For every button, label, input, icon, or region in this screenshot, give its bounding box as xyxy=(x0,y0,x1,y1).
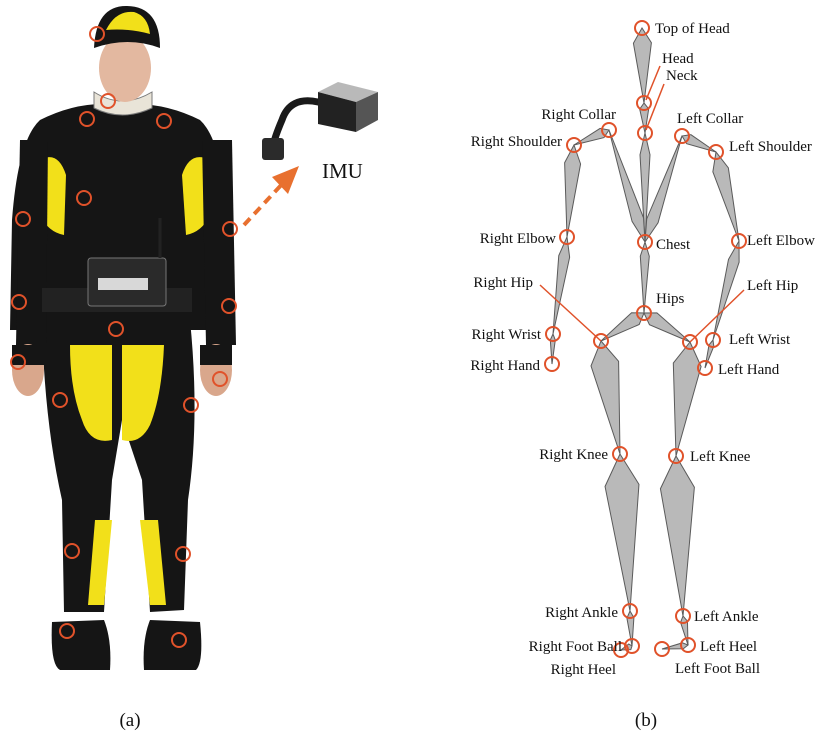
skeleton-bone xyxy=(645,136,682,242)
joint-label: Right Ankle xyxy=(545,605,618,621)
skeleton-bone xyxy=(713,152,739,241)
skeleton-bone xyxy=(591,341,620,454)
imu-connector xyxy=(262,138,284,160)
hip-leader-line xyxy=(540,285,601,341)
joint-label: Left Hip xyxy=(747,278,798,294)
skeleton-bone xyxy=(605,454,639,611)
skeleton-bone xyxy=(550,334,555,364)
caption-a: (a) xyxy=(119,710,140,731)
imu-arrow xyxy=(244,166,299,225)
recorder-label xyxy=(98,278,148,290)
skeleton-bone xyxy=(673,342,701,456)
joint-label: Left Elbow xyxy=(747,233,815,249)
joint-label: Neck xyxy=(666,68,698,84)
imu-device-illustration xyxy=(262,82,378,160)
imu-label: IMU xyxy=(322,159,363,183)
skeleton-bone xyxy=(565,145,581,237)
joint-label: Left Wrist xyxy=(729,332,791,348)
right-arm xyxy=(16,140,48,345)
left-glove xyxy=(200,345,232,365)
joint-label: Right Knee xyxy=(539,447,608,463)
joint-label: Head xyxy=(662,51,694,67)
right-shoe xyxy=(144,620,202,670)
joint-label: Hips xyxy=(656,291,685,307)
joint-label: Left Collar xyxy=(677,111,743,127)
joint-label: Left Ankle xyxy=(694,609,759,625)
joint-label: Left Foot Ball xyxy=(675,661,760,677)
joint-label: Top of Head xyxy=(655,21,730,37)
skeleton-bone xyxy=(553,237,570,334)
joint-label: Right Shoulder xyxy=(471,134,562,150)
skeleton-bone xyxy=(609,130,645,242)
left-arm xyxy=(202,140,236,345)
skeleton-bone xyxy=(644,313,690,342)
skeleton-bone xyxy=(574,128,609,145)
joint-label: Right Wrist xyxy=(471,327,541,343)
joint-label: Left Knee xyxy=(690,449,751,465)
joint-label: Right Elbow xyxy=(480,231,556,247)
joint-label: Right Heel xyxy=(551,662,616,678)
trousers xyxy=(42,320,195,612)
joint-label: Right Foot Ball xyxy=(529,639,622,655)
caption-b: (b) xyxy=(635,710,657,731)
joint-label: Left Hand xyxy=(718,362,780,378)
skeleton-bone xyxy=(640,242,649,313)
skeleton-bone xyxy=(682,135,716,152)
joint-label: Right Collar xyxy=(541,107,616,123)
joint-label: Left Shoulder xyxy=(729,139,812,155)
mocap-suit-person-illustration xyxy=(10,6,236,670)
joint-label: Left Heel xyxy=(700,639,757,655)
skeleton-bone xyxy=(660,456,694,616)
skeleton-bone xyxy=(713,241,739,340)
joint-label: Right Hand xyxy=(470,358,540,374)
joint-label: Right Hip xyxy=(473,275,533,291)
imu-arrow-shaft xyxy=(244,182,284,225)
imu-cable xyxy=(274,101,318,142)
joint-label: Chest xyxy=(656,237,691,253)
